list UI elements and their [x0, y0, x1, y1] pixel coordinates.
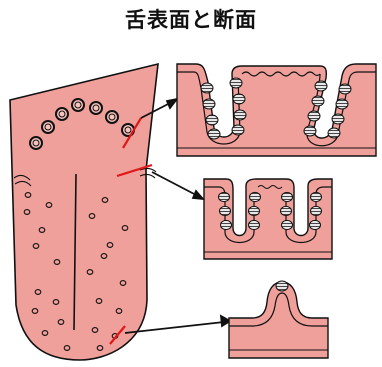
taste-bud: [249, 220, 260, 229]
tongue-surface: [10, 64, 158, 360]
taste-bud: [221, 220, 232, 229]
taste-bud: [332, 114, 344, 124]
taste-bud: [232, 125, 244, 135]
section-tissue: [204, 179, 332, 259]
circumvallate-papilla: [106, 111, 118, 123]
taste-bud: [233, 94, 245, 104]
taste-bud: [230, 78, 242, 88]
taste-bud: [308, 111, 320, 121]
taste-bud: [336, 99, 348, 109]
taste-bud: [250, 192, 261, 201]
taste-bud: [206, 115, 218, 125]
section-tissue: [229, 282, 328, 358]
arrow-head: [167, 99, 177, 108]
taste-bud: [311, 206, 322, 215]
arrow-to-foliate: [152, 172, 198, 196]
section-tissue: [177, 64, 376, 156]
taste-bud: [281, 206, 292, 215]
foliate-section: [204, 179, 332, 259]
taste-bud: [339, 84, 351, 94]
circumvallate-papilla: [72, 99, 84, 111]
taste-bud: [304, 126, 316, 136]
taste-bud: [282, 192, 293, 201]
arrow-head: [193, 191, 203, 199]
taste-bud: [203, 99, 215, 109]
taste-bud: [328, 128, 340, 138]
taste-bud: [220, 206, 231, 215]
taste-bud: [249, 206, 260, 215]
taste-bud: [312, 96, 324, 106]
taste-bud: [276, 281, 288, 291]
taste-bud: [282, 220, 293, 229]
circumvallate-papilla: [56, 108, 68, 120]
taste-bud: [219, 192, 230, 201]
circumvallate-papilla: [30, 137, 42, 149]
circumvallate-section: [177, 64, 376, 156]
circumvallate-papilla: [90, 102, 102, 114]
taste-bud: [315, 81, 327, 91]
taste-bud: [311, 192, 322, 201]
circumvallate-papilla: [42, 121, 54, 133]
taste-bud: [234, 110, 246, 120]
taste-bud: [310, 220, 321, 229]
fungiform-section: [229, 281, 328, 358]
taste-bud: [201, 83, 213, 93]
taste-bud: [208, 129, 220, 139]
